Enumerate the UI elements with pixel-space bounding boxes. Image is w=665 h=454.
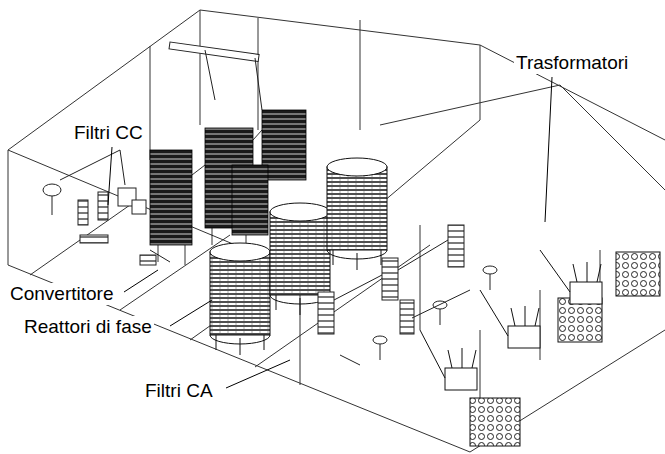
- part-label: Reattori di fase: [22, 316, 154, 338]
- transformers: [420, 250, 660, 446]
- part-label: Filtri CC: [72, 122, 145, 144]
- leader-lines: [108, 77, 552, 388]
- part-label: Convertitore: [8, 283, 116, 305]
- ac-filters: [318, 225, 497, 365]
- part-label: Trasformatori: [514, 52, 630, 74]
- phase-reactors: [210, 158, 387, 355]
- building-outline: [8, 10, 665, 452]
- roof-pipe: [169, 42, 262, 110]
- part-label: Filtri CA: [143, 380, 215, 402]
